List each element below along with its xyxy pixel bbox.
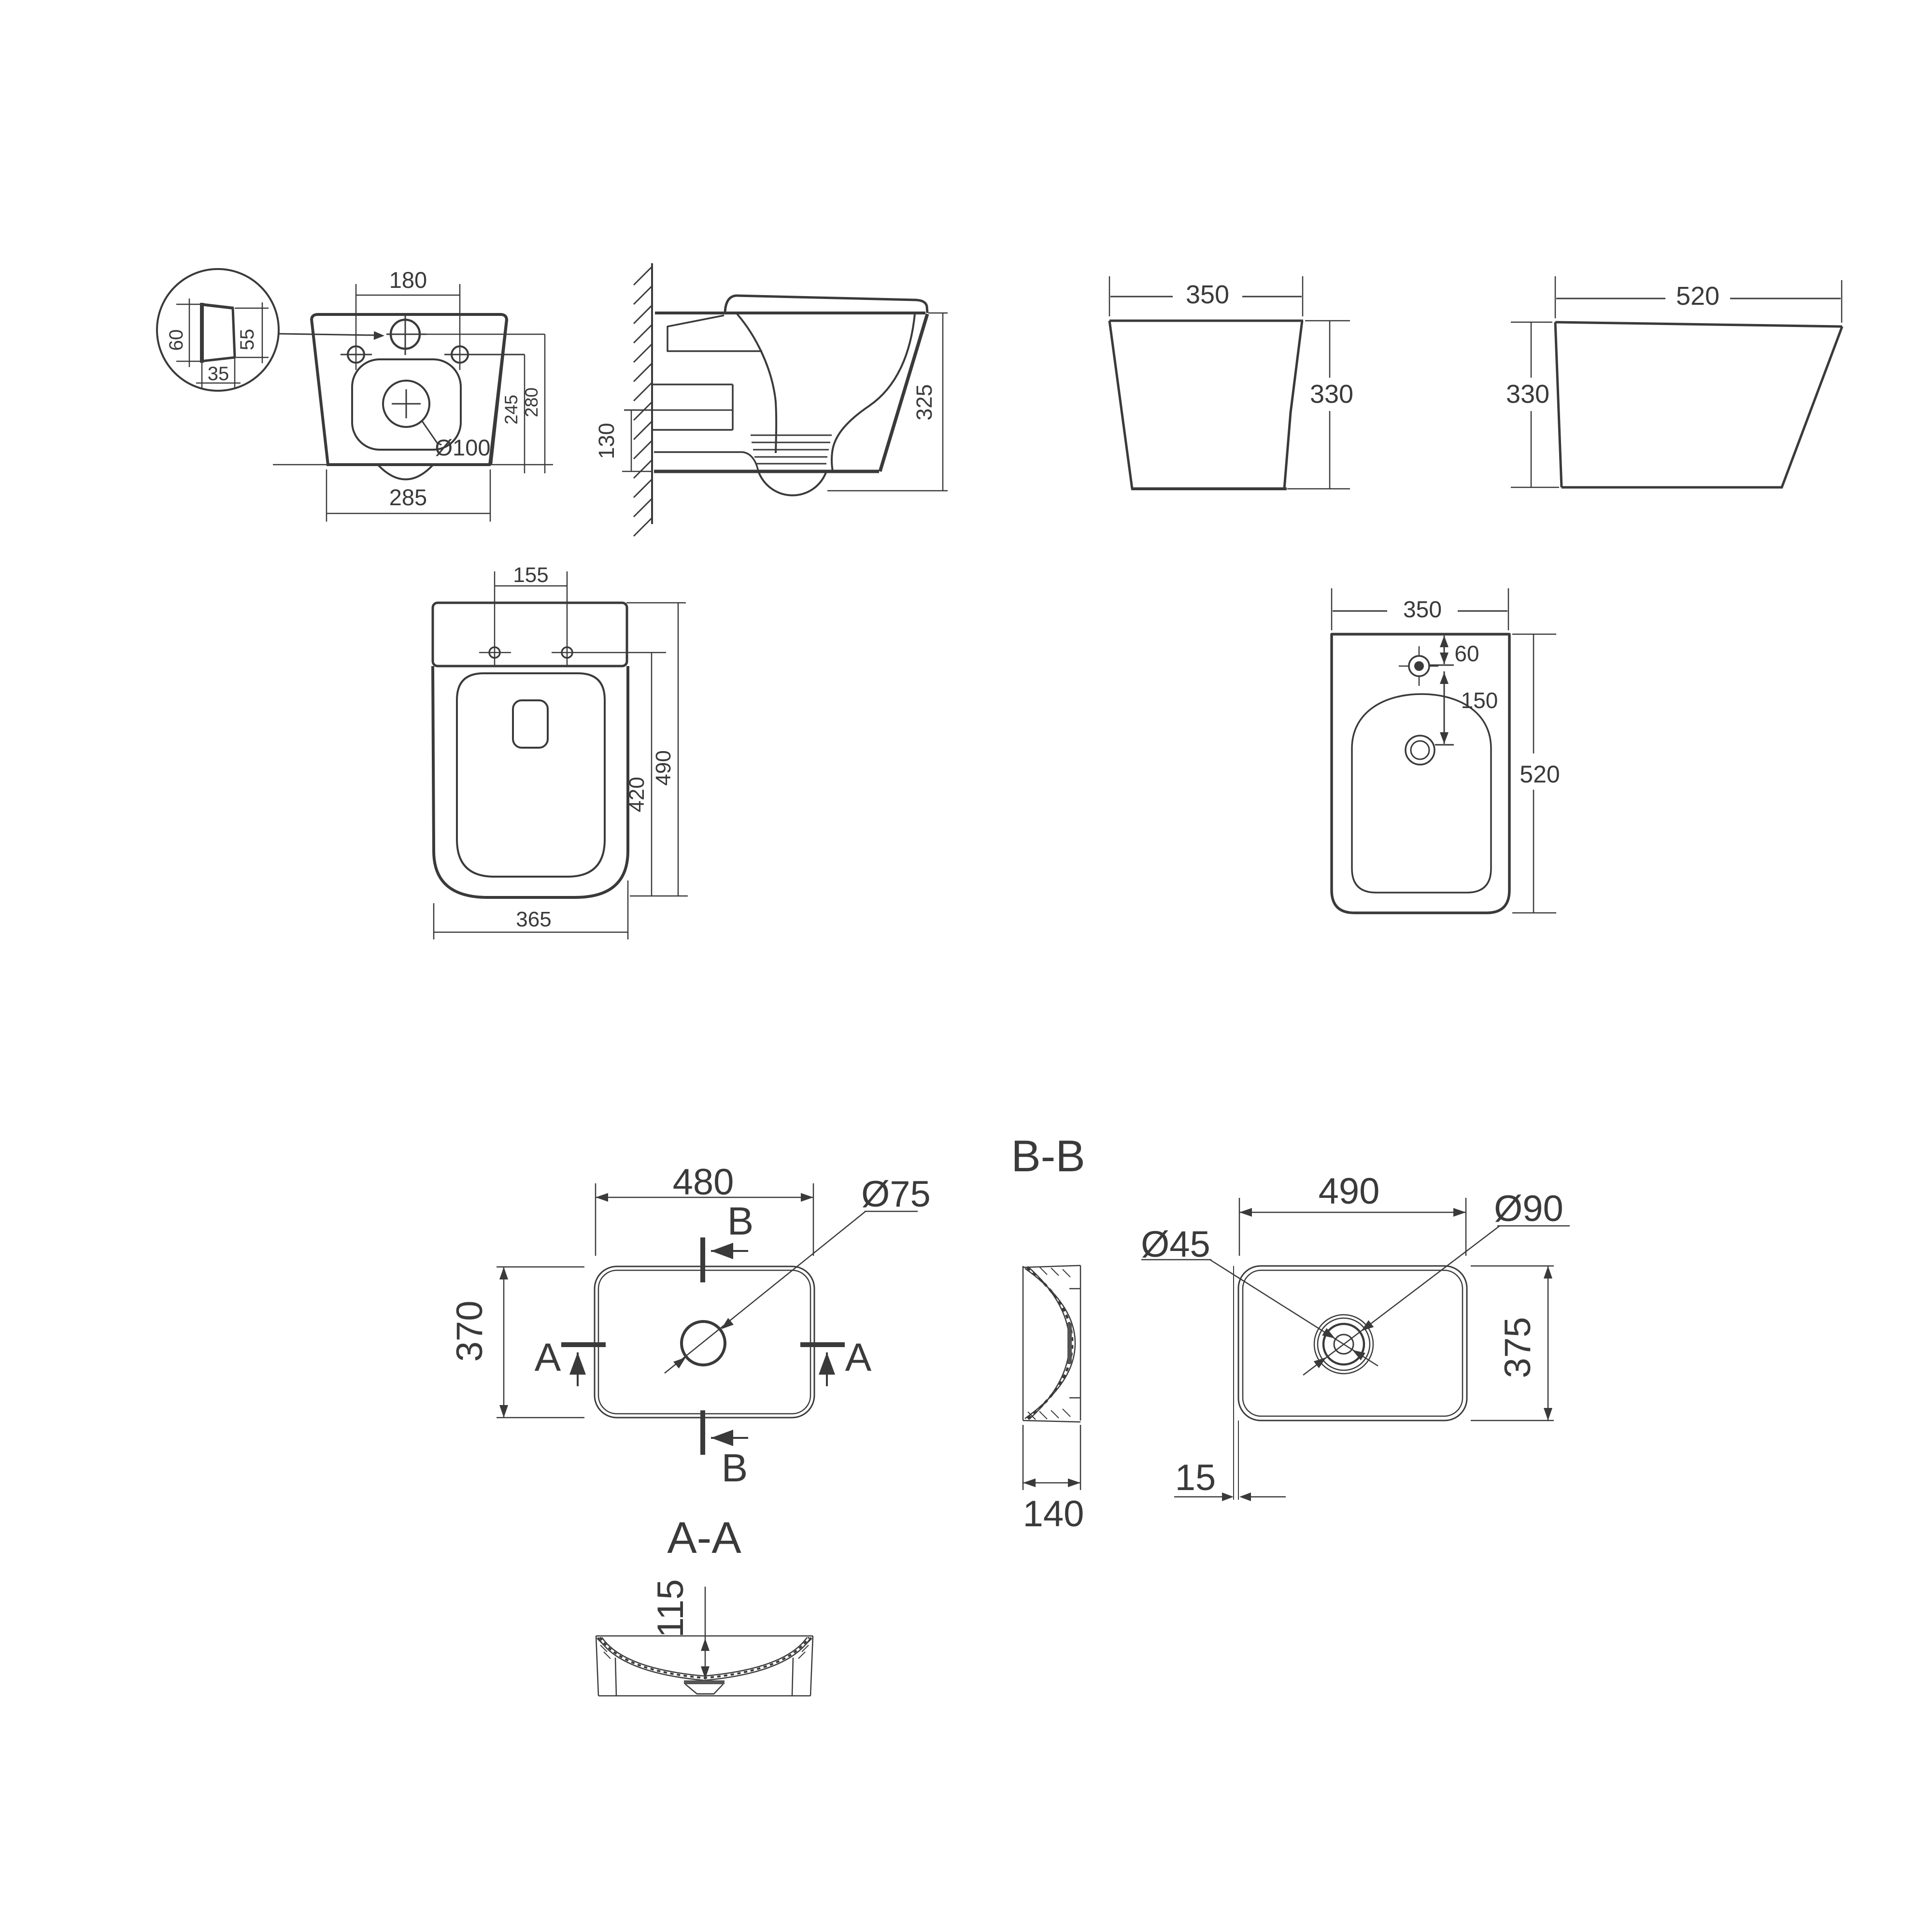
svg-text:245: 245 [501, 395, 521, 425]
svg-text:480: 480 [673, 1162, 734, 1203]
svg-text:180: 180 [389, 267, 427, 293]
svg-text:60: 60 [1454, 641, 1479, 666]
svg-text:55: 55 [237, 329, 258, 351]
svg-text:375: 375 [1497, 1317, 1538, 1378]
svg-text:350: 350 [1186, 280, 1229, 309]
svg-text:520: 520 [1520, 761, 1560, 788]
svg-text:490: 490 [652, 750, 675, 785]
svg-text:150: 150 [1461, 688, 1498, 713]
svg-text:130: 130 [594, 423, 619, 459]
svg-text:325: 325 [912, 384, 937, 420]
svg-text:115: 115 [650, 1579, 691, 1637]
svg-text:B: B [727, 1199, 754, 1243]
svg-text:A: A [535, 1335, 561, 1379]
svg-text:490: 490 [1319, 1171, 1380, 1212]
svg-text:Ø90: Ø90 [1494, 1188, 1563, 1229]
svg-text:330: 330 [1310, 380, 1353, 409]
svg-text:285: 285 [389, 484, 427, 510]
svg-text:A-A: A-A [667, 1513, 741, 1563]
svg-text:35: 35 [208, 363, 229, 384]
svg-text:420: 420 [625, 777, 649, 812]
svg-text:365: 365 [516, 908, 551, 931]
svg-text:155: 155 [513, 563, 548, 587]
svg-text:140: 140 [1023, 1493, 1084, 1534]
svg-text:520: 520 [1676, 282, 1719, 311]
svg-text:Ø45: Ø45 [1141, 1224, 1210, 1265]
svg-text:350: 350 [1403, 597, 1442, 623]
svg-text:330: 330 [1506, 380, 1549, 409]
svg-text:280: 280 [522, 387, 541, 417]
svg-text:15: 15 [1175, 1457, 1216, 1498]
svg-text:Ø75: Ø75 [861, 1174, 931, 1215]
svg-text:B: B [722, 1446, 748, 1490]
svg-text:Ø100: Ø100 [435, 435, 491, 460]
svg-text:60: 60 [166, 329, 187, 351]
svg-text:A: A [845, 1335, 872, 1379]
svg-text:B-B: B-B [1011, 1132, 1085, 1181]
svg-text:370: 370 [449, 1301, 490, 1362]
